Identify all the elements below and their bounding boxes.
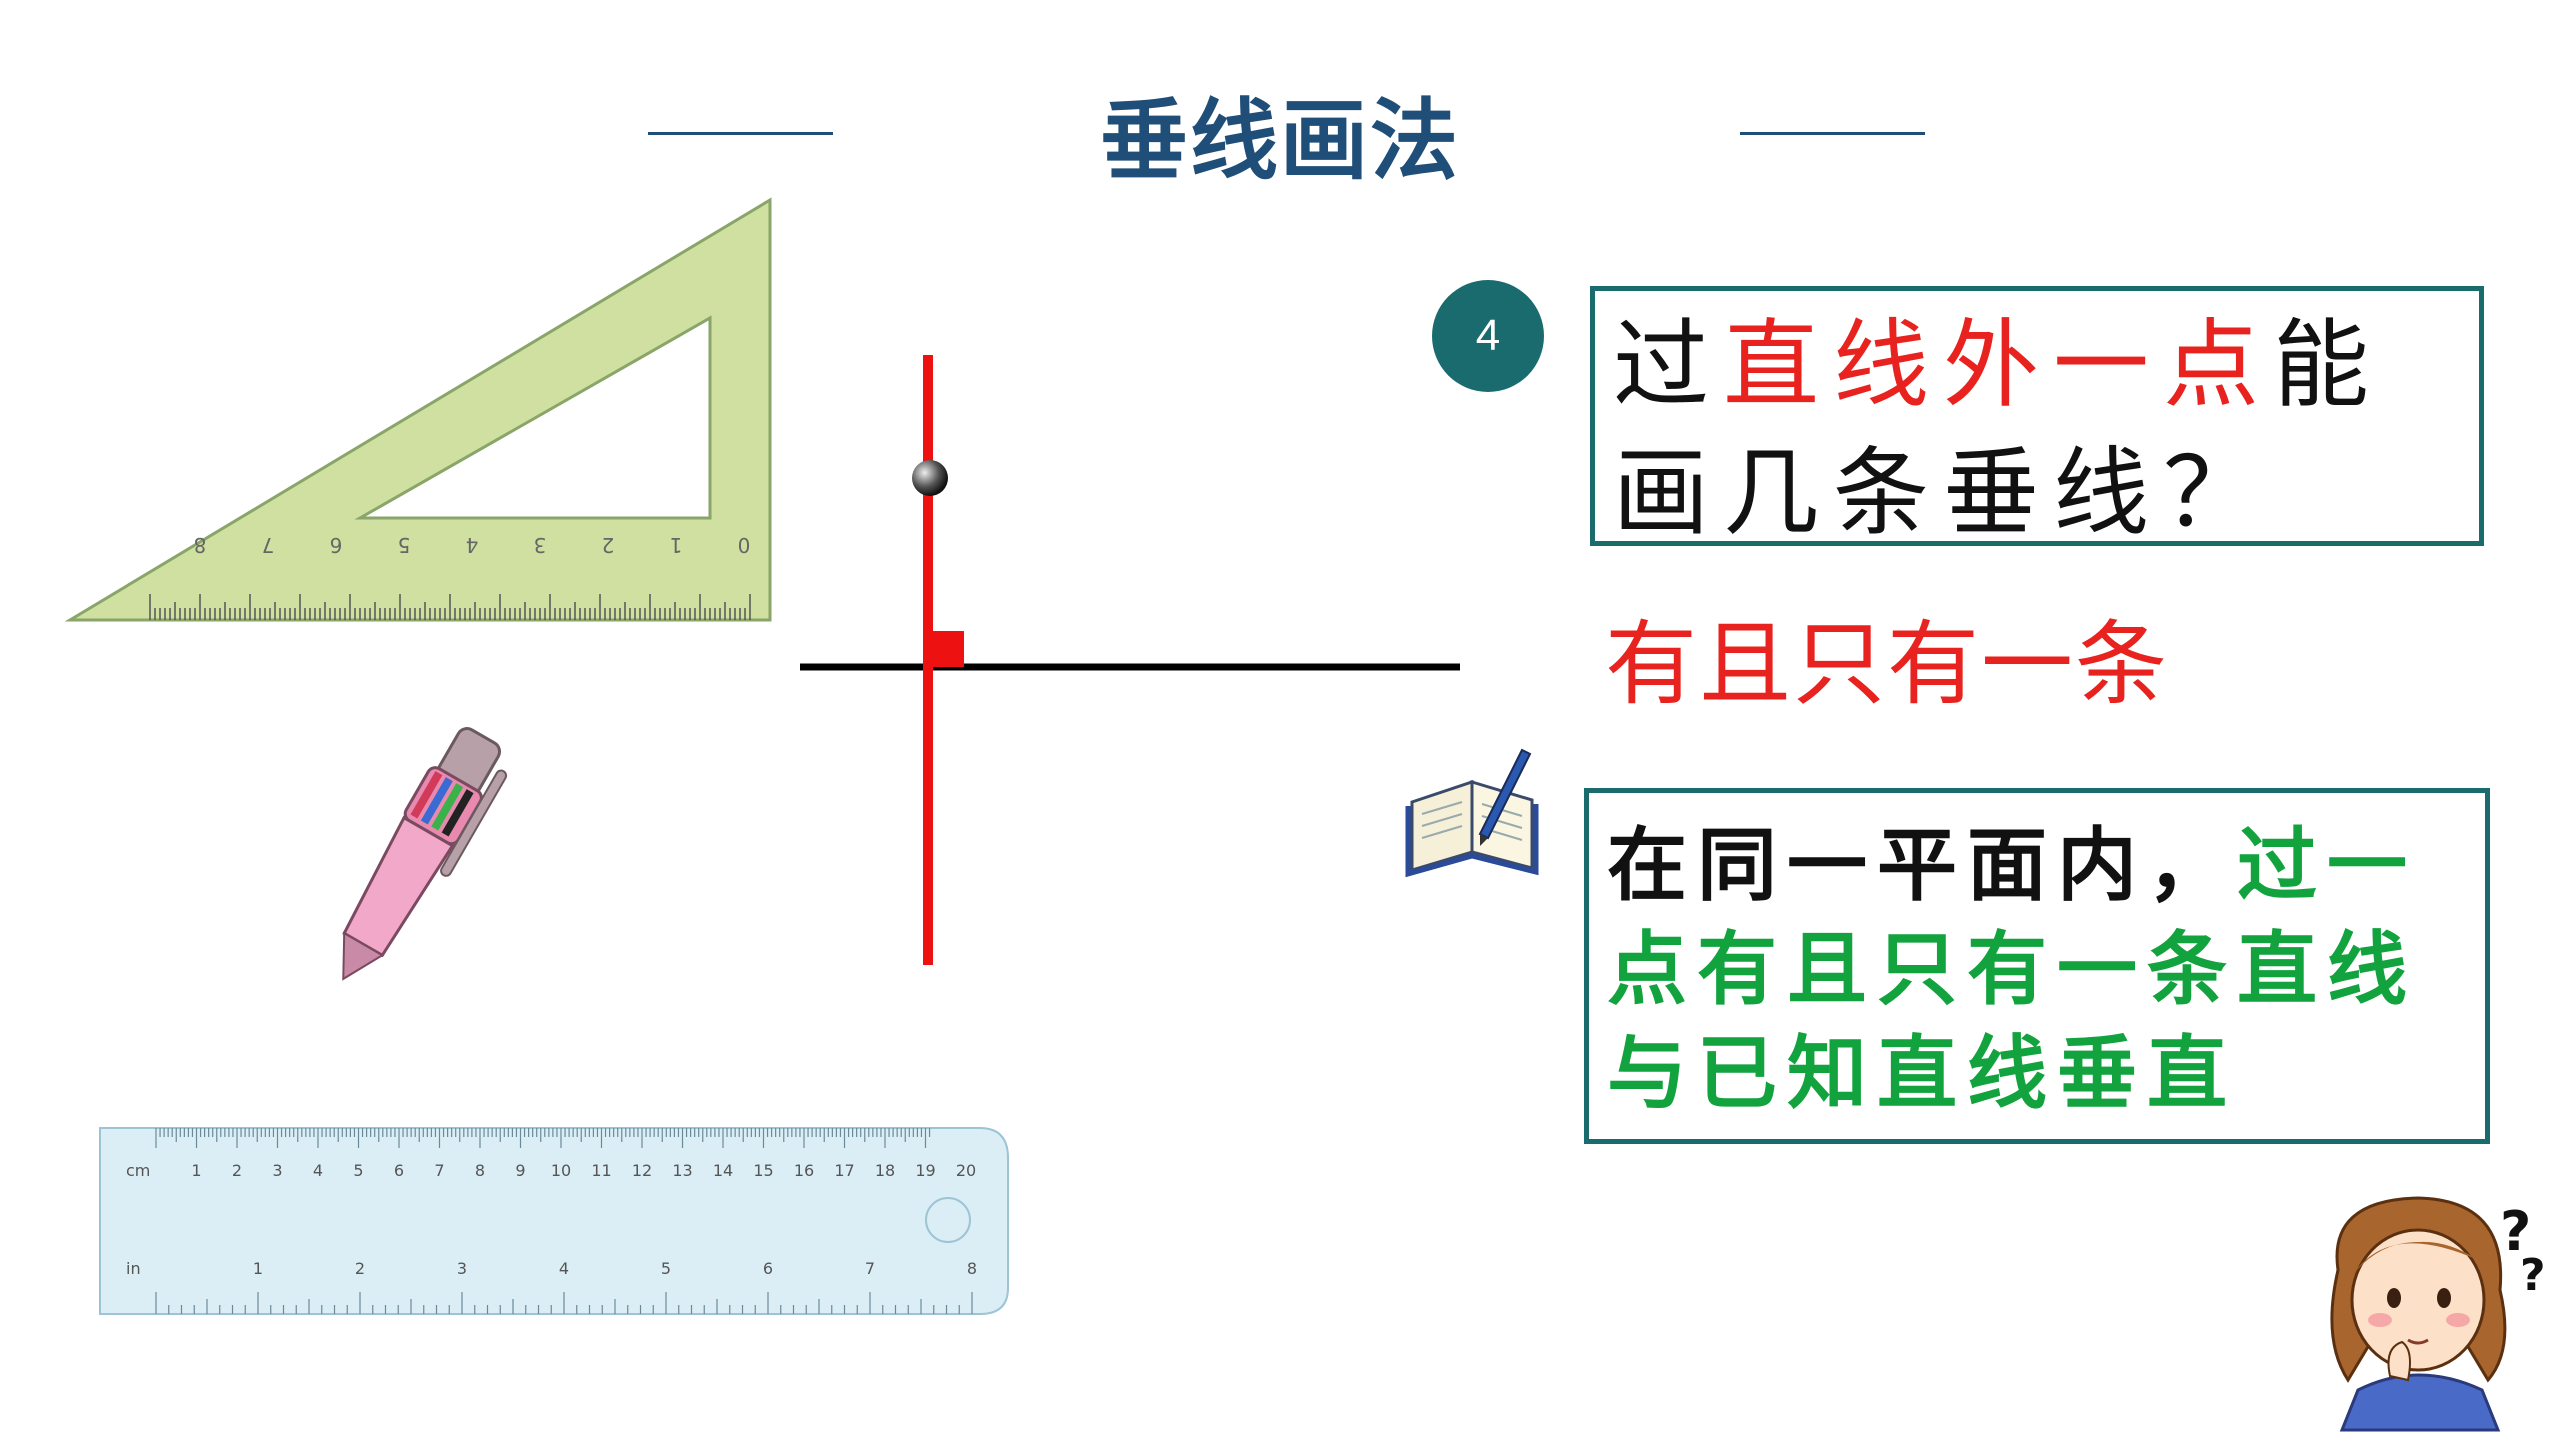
ruler-cm-tick-label: 14: [713, 1161, 733, 1180]
ruler-cm-tick-label: 16: [794, 1161, 814, 1180]
triangle-ruler-tick-label: 8: [194, 533, 207, 557]
ruler-in-tick-label: 1: [253, 1259, 263, 1278]
triangle-ruler-tick-label: 6: [330, 533, 343, 557]
perpendicular-diagram: [800, 355, 1460, 965]
external-point: [912, 460, 948, 496]
conclusion-highlight: 过一点有且只有一条直线与已知直线垂直: [1607, 818, 2417, 1120]
triangle-ruler-tick-label: 5: [398, 533, 411, 557]
right-angle-mark: [928, 631, 964, 667]
ruler-cm-tick-label: 2: [232, 1161, 242, 1180]
ruler-cm-tick-label: 17: [834, 1161, 854, 1180]
triangle-ruler-tick-label: 1: [670, 533, 683, 557]
notebook-icon: [1405, 748, 1539, 878]
ruler-cm-tick-label: 12: [632, 1161, 652, 1180]
step-number-badge: 4: [1432, 280, 1544, 392]
triangle-ruler-tick-label: 7: [262, 533, 275, 557]
ruler-cm-tick-label: 15: [753, 1161, 773, 1180]
ruler-cm-tick-label: 3: [272, 1161, 282, 1180]
title-decor-line-right: [1740, 132, 1925, 135]
triangle-ruler: 8 7 6 5 4 3 2 1 0: [64, 197, 772, 622]
ruler-cm-tick-label: 20: [956, 1161, 976, 1180]
ruler-cm-tick-label: 8: [475, 1161, 485, 1180]
ruler-cm-tick-label: 10: [551, 1161, 571, 1180]
ruler-cm-tick-label: 7: [434, 1161, 444, 1180]
ruler-in-tick-label: 4: [559, 1259, 569, 1278]
svg-text:?: ?: [2500, 1200, 2531, 1263]
ruler-cm-tick-label: 5: [353, 1161, 363, 1180]
svg-text:?: ?: [2520, 1250, 2546, 1301]
ruler-in-tick-label: 8: [967, 1259, 977, 1278]
ruler-cm-tick-label: 18: [875, 1161, 895, 1180]
question-text-part2: 能画几条垂线？: [1613, 309, 2383, 549]
ruler-cm-tick-label: 1: [191, 1161, 201, 1180]
triangle-ruler-tick-label: 0: [738, 533, 751, 557]
question-box: 过直线外一点能画几条垂线？: [1590, 286, 2484, 549]
ruler-in-tick-label: 5: [661, 1259, 671, 1278]
title-bar: 垂线画法: [0, 70, 2550, 192]
question-highlight: 直线外一点: [1723, 309, 2273, 421]
ruler-cm-tick-label: 11: [591, 1161, 611, 1180]
ruler-in-tick-label: 2: [355, 1259, 365, 1278]
ruler-cm-tick-label: 19: [915, 1161, 935, 1180]
ruler-cm-tick-label: 13: [672, 1161, 692, 1180]
ruler-cm-tick-label: 9: [515, 1161, 525, 1180]
triangle-ruler-tick-label: 3: [534, 533, 547, 557]
ruler-cm-tick-label: 6: [394, 1161, 404, 1180]
confused-girl-icon: ? ?: [2330, 1196, 2546, 1432]
answer-text: 有且只有一条: [1605, 611, 2170, 718]
title-decor-line-left: [648, 132, 833, 135]
conclusion-box: 在同一平面内，过一点有且只有一条直线与已知直线垂直: [1584, 788, 2490, 1144]
ruler-in-label: in: [126, 1259, 141, 1278]
triangle-ruler-tick-label: 4: [466, 533, 479, 557]
question-text-part1: 过: [1613, 309, 1723, 421]
pen-icon: [342, 727, 508, 981]
ruler-in-tick-label: 3: [457, 1259, 467, 1278]
page-title: 垂线画法: [1099, 89, 1460, 192]
ruler-in-tick-label: 7: [865, 1259, 875, 1278]
ruler-cm-label: cm: [126, 1161, 150, 1180]
triangle-ruler-tick-label: 2: [602, 533, 615, 557]
ruler-cm-tick-label: 4: [313, 1161, 323, 1180]
ruler-in-tick-label: 6: [763, 1259, 773, 1278]
conclusion-text-part1: 在同一平面内，: [1607, 818, 2237, 912]
